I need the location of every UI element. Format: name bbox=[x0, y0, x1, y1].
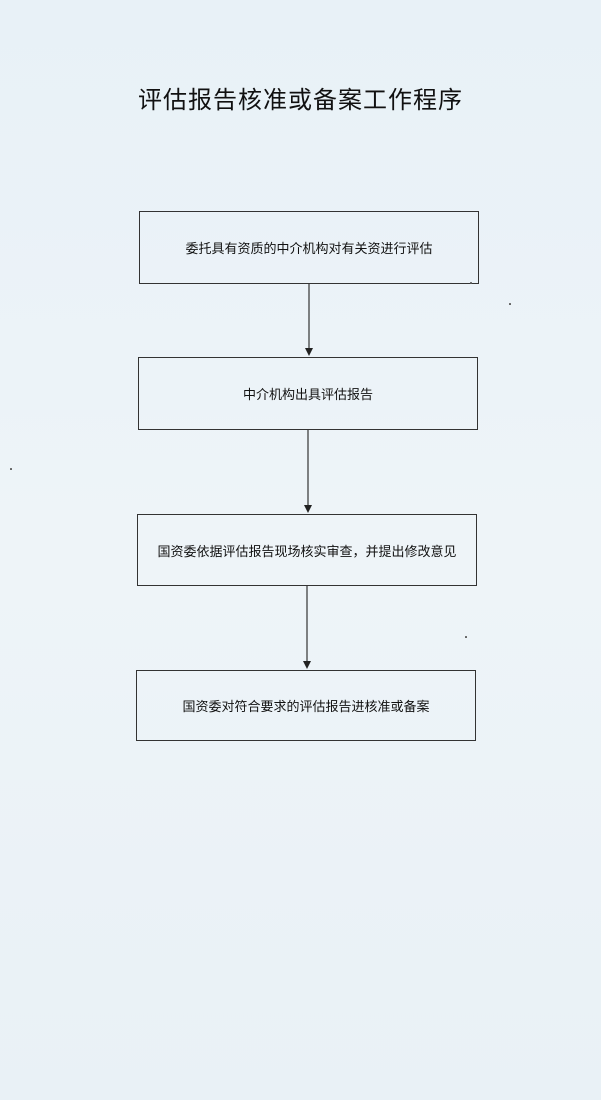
flow-step-2-label: 中介机构出具评估报告 bbox=[242, 388, 373, 403]
scan-speck bbox=[509, 303, 511, 305]
flow-step-1-label: 委托具有资质的中介机构对有关资进行评估 bbox=[185, 242, 433, 257]
flow-step-3: 国资委依据评估报告现场核实审查，并提出修改意见 bbox=[137, 514, 477, 586]
flow-step-3-label: 国资委依据评估报告现场核实审查，并提出修改意见 bbox=[157, 544, 457, 560]
arrowhead-1 bbox=[305, 348, 313, 356]
flow-step-1: 委托具有资质的中介机构对有关资进行评估 bbox=[139, 211, 479, 284]
scan-speck bbox=[10, 468, 12, 470]
scan-speck bbox=[465, 636, 467, 638]
arrowhead-3 bbox=[303, 661, 311, 669]
flow-step-4: 国资委对符合要求的评估报告进核准或备案 bbox=[136, 670, 476, 741]
flow-step-2: 中介机构出具评估报告 bbox=[138, 357, 478, 430]
flow-step-4-label: 国资委对符合要求的评估报告进核准或备案 bbox=[182, 700, 430, 715]
arrowhead-2 bbox=[304, 505, 312, 513]
scan-speck bbox=[470, 282, 472, 284]
page-title: 评估报告核准或备案工作程序 bbox=[138, 86, 463, 114]
